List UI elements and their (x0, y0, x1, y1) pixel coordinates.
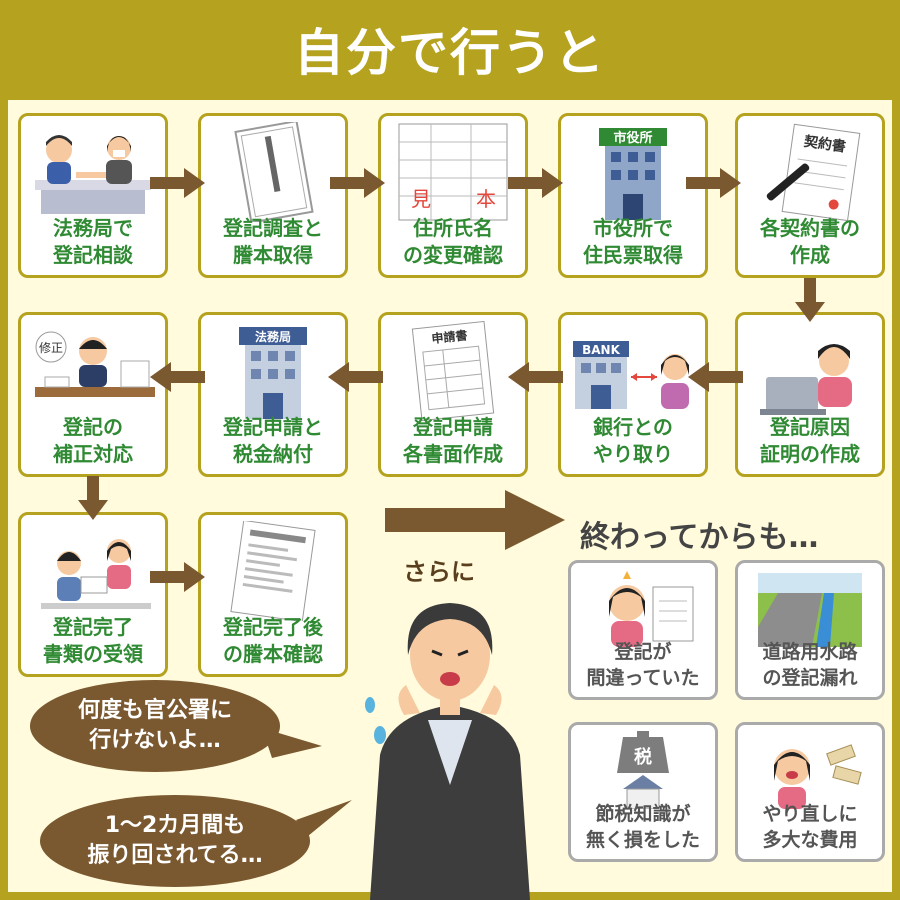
step-card-registry-check: 登記調査と 謄本取得 (198, 113, 348, 278)
after-section-title: 終わってからも… (580, 520, 819, 555)
certificate-document-icon (234, 122, 314, 222)
sample-form-icon: 見 本 (398, 123, 508, 221)
tax-weight-label: 税 (634, 746, 652, 768)
arrow-right (686, 168, 741, 198)
problem-label: やり直しに 多大な費用 (762, 803, 858, 851)
step-card-cause-certificate: 登記原因 証明の作成 (735, 312, 885, 477)
step-card-post-check: 登記完了後 の謄本確認 (198, 512, 348, 677)
contract-title: 契約書 (802, 133, 847, 156)
problem-label: 道路用水路 の登記漏れ (762, 641, 858, 689)
tax-weight-house-icon: 税 (617, 731, 669, 809)
consultation-icon (35, 135, 151, 214)
arrow-left (328, 362, 383, 392)
arrow-left (150, 362, 205, 392)
bubble-tail (296, 800, 352, 836)
problem-card-waterway: 道路用水路 の登記漏れ (735, 560, 885, 700)
page-title: 自分で行うと (294, 24, 606, 82)
step-card-legal-consultation: 法務局で 登記相談 (18, 113, 168, 278)
application-form-title: 申請書 (431, 327, 468, 346)
arrow-down (795, 278, 825, 322)
step-label: 各契約書の 作成 (760, 216, 860, 267)
problem-card-redo-cost: やり直しに 多大な費用 (735, 722, 885, 862)
arrow-right (330, 168, 385, 198)
step-label: 住所氏名 の変更確認 (403, 216, 503, 267)
step-card-application-docs: 申請書 登記申請 各書面作成 (378, 312, 528, 477)
arrow-right (150, 562, 205, 592)
arrow-left (508, 362, 563, 392)
step-label: 法務局で 登記相談 (53, 216, 133, 267)
step-label: 市役所で 住民票取得 (583, 216, 683, 267)
speech-bubble: 1～2カ月間も 振り回されてる… (40, 795, 310, 887)
step-label: 登記完了後 の謄本確認 (223, 615, 323, 666)
arrow-left (688, 362, 743, 392)
step-card-correction: 修正 登記の 補正対応 (18, 312, 168, 477)
waterway-road-icon (758, 573, 862, 647)
worried-woman-icon (609, 571, 694, 647)
sample-stamp-left: 見 (411, 187, 431, 211)
problem-card-tax-loss: 税 節税知識が 無く損をした (568, 722, 718, 862)
problem-label: 節税知識が 無く損をした (585, 803, 700, 851)
sample-stamp-right: 本 (476, 187, 496, 211)
step-label: 登記原因 証明の作成 (760, 415, 860, 466)
correction-bubble: 修正 (39, 340, 63, 355)
problem-card-wrong-registry: 登記が 間違っていた (568, 560, 718, 700)
legal-bureau-icon: 法務局 (239, 327, 307, 419)
step-label: 登記申請 各書面作成 (403, 415, 503, 466)
crying-money-icon (774, 744, 862, 809)
step-card-contracts: 契約書 各契約書の 作成 (735, 113, 885, 278)
step-card-application-tax: 法務局 登記申請と 税金納付 (198, 312, 348, 477)
big-arrow-right (385, 490, 565, 550)
contract-pen-icon: 契約書 (766, 123, 861, 222)
step-label: 登記完了 書類の受領 (43, 615, 143, 666)
completion-notice-icon (230, 521, 316, 621)
legal-bureau-sign: 法務局 (255, 329, 291, 344)
arrow-right (150, 168, 205, 198)
problem-label: 登記が 間違っていた (586, 641, 700, 689)
city-hall-icon: 市役所 (599, 128, 667, 220)
bank-sign: BANK (582, 343, 620, 357)
step-card-city-hall: 市役所 市役所で 住民票取得 (558, 113, 708, 278)
document-handover-icon (41, 539, 151, 609)
city-hall-sign: 市役所 (613, 130, 652, 146)
troubled-woman-icon (365, 603, 530, 900)
correction-desk-icon: 修正 (35, 331, 155, 397)
continue-label: さらに (403, 558, 475, 586)
step-card-receive-documents: 登記完了 書類の受領 (18, 512, 168, 677)
step-card-address-check: 見 本 住所氏名 の変更確認 (378, 113, 528, 278)
arrow-down (78, 476, 108, 520)
header-bar: 自分で行うと (0, 0, 900, 98)
step-label: 登記申請と 税金納付 (223, 415, 323, 466)
step-label: 登記調査と 謄本取得 (223, 216, 323, 267)
step-card-bank: BANK 銀行との やり取り (558, 312, 708, 477)
bubble-tail (262, 728, 322, 758)
step-label: 銀行との やり取り (593, 415, 673, 466)
laptop-worker-icon (760, 344, 852, 415)
arrow-right (508, 168, 563, 198)
speech-bubble: 何度も官公署に 行けないよ… (30, 680, 280, 772)
application-form-icon: 申請書 (411, 321, 495, 421)
step-label: 登記の 補正対応 (53, 415, 133, 466)
bank-icon: BANK (573, 341, 689, 409)
